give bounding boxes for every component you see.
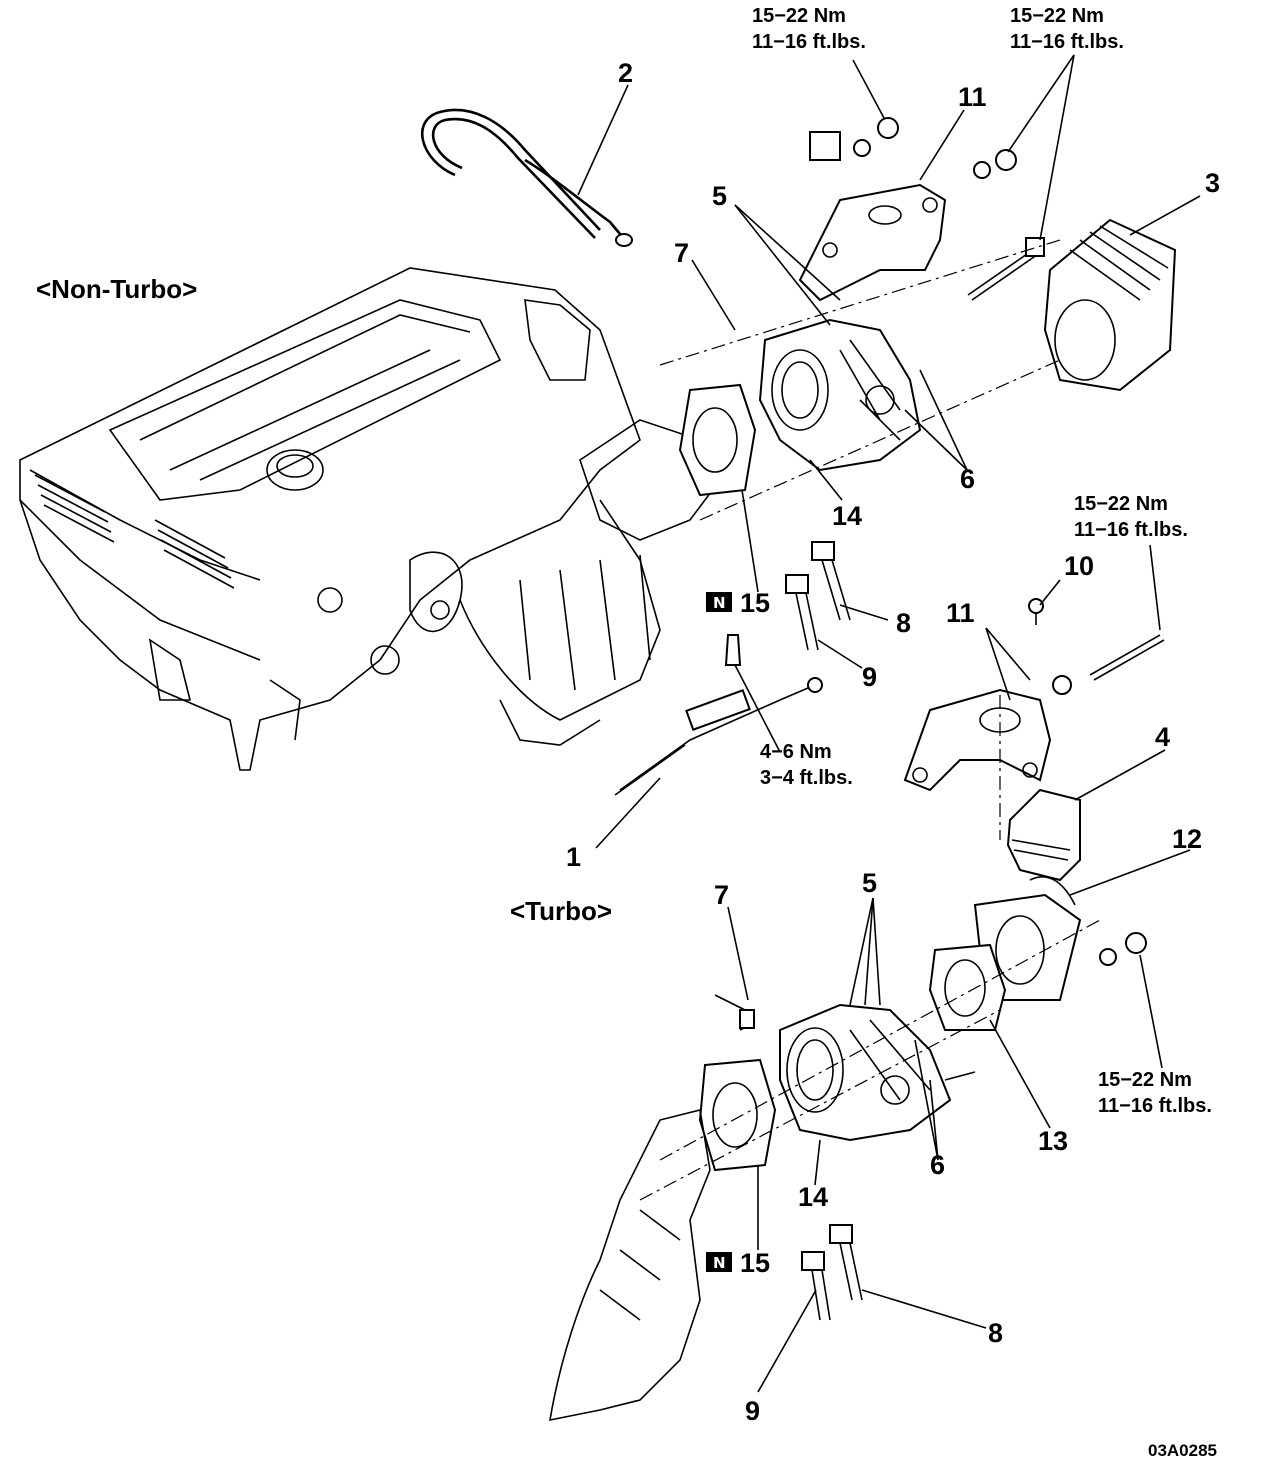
turbo-section-title: <Turbo> bbox=[510, 896, 612, 926]
callout-nt-6: 6 bbox=[960, 464, 975, 494]
callout-nt-10: 10 bbox=[1064, 551, 1094, 581]
callout-nt-14: 14 bbox=[832, 501, 862, 531]
callout-t-8: 8 bbox=[988, 1318, 1003, 1348]
callout-nt-3: 3 bbox=[1205, 168, 1220, 198]
turbo-intake-manifold bbox=[549, 1109, 711, 1422]
turbo-misc bbox=[714, 932, 1147, 1321]
torque-nt-bolt-right: 15−22 Nm 11−16 ft.lbs. bbox=[1074, 493, 1188, 541]
svg-text:N: N bbox=[713, 1254, 726, 1272]
svg-text:11−16 ft.lbs.: 11−16 ft.lbs. bbox=[1074, 519, 1188, 541]
svg-text:4−6 Nm: 4−6 Nm bbox=[760, 741, 832, 763]
turbo-throttle-body bbox=[779, 1003, 952, 1142]
svg-text:11−16 ft.lbs.: 11−16 ft.lbs. bbox=[752, 31, 866, 53]
torque-nt-nut-top-right: 15−22 Nm 11−16 ft.lbs. bbox=[1010, 5, 1124, 53]
nt-bracket-upper bbox=[798, 183, 947, 302]
callout-t-7: 7 bbox=[714, 880, 729, 910]
nt-water-hoses bbox=[785, 541, 851, 651]
nt-accel-cable bbox=[614, 677, 823, 796]
callout-nt-11b: 11 bbox=[946, 598, 975, 628]
figure-reference: 03A0285 bbox=[1148, 1441, 1217, 1460]
svg-text:11−16 ft.lbs.: 11−16 ft.lbs. bbox=[1098, 1095, 1212, 1117]
callout-t-15: 15 bbox=[740, 1248, 770, 1278]
non-turbo-section-title: <Non-Turbo> bbox=[36, 274, 197, 304]
callout-nt-15: 15 bbox=[740, 588, 770, 618]
engine-illustration bbox=[19, 267, 721, 771]
callout-t-4: 4 bbox=[1155, 722, 1170, 752]
callout-t-14: 14 bbox=[798, 1182, 828, 1212]
new-part-mark-turbo: N bbox=[706, 1252, 732, 1272]
svg-text:15−22 Nm: 15−22 Nm bbox=[1010, 5, 1104, 27]
leader-lines bbox=[577, 54, 1201, 1393]
turbo-gasket-upper bbox=[928, 943, 1007, 1031]
svg-text:15−22 Nm: 15−22 Nm bbox=[752, 5, 846, 27]
callout-t-13: 13 bbox=[1038, 1126, 1068, 1156]
callout-t-9: 9 bbox=[745, 1396, 760, 1426]
nt-bolts-nuts bbox=[724, 117, 1165, 695]
torque-nt-nut-top-left: 15−22 Nm 11−16 ft.lbs. bbox=[752, 5, 866, 53]
callout-t-12: 12 bbox=[1172, 824, 1202, 854]
nt-gasket bbox=[678, 383, 757, 497]
callout-t-5: 5 bbox=[862, 868, 877, 898]
svg-text:15−22 Nm: 15−22 Nm bbox=[1098, 1069, 1192, 1091]
turbo-bracket bbox=[903, 688, 1052, 792]
callout-nt-8: 8 bbox=[896, 608, 911, 638]
new-part-mark-nt: N bbox=[706, 592, 732, 612]
centerlines bbox=[639, 239, 1101, 1201]
nt-breather-hose bbox=[421, 108, 633, 247]
callout-nt-1: 1 bbox=[566, 842, 581, 872]
callout-nt-2: 2 bbox=[618, 58, 633, 88]
nt-air-hose bbox=[1043, 218, 1177, 392]
torque-turbo-nut: 15−22 Nm 11−16 ft.lbs. bbox=[1098, 1069, 1212, 1117]
svg-text:11−16 ft.lbs.: 11−16 ft.lbs. bbox=[1010, 31, 1124, 53]
svg-text:3−4 ft.lbs.: 3−4 ft.lbs. bbox=[760, 767, 853, 789]
torque-nt-sensor: 4−6 Nm 3−4 ft.lbs. bbox=[760, 741, 853, 789]
svg-text:15−22 Nm: 15−22 Nm bbox=[1074, 493, 1168, 515]
turbo-gasket-lower bbox=[698, 1058, 777, 1172]
callout-nt-7: 7 bbox=[674, 238, 689, 268]
turbo-air-hose bbox=[1006, 788, 1081, 882]
callout-nt-9: 9 bbox=[862, 662, 877, 692]
callout-t-6: 6 bbox=[930, 1150, 945, 1180]
callout-nt-5: 5 bbox=[712, 181, 727, 211]
nt-throttle-body bbox=[758, 318, 922, 472]
svg-text:N: N bbox=[713, 594, 726, 612]
callout-nt-11a: 11 bbox=[958, 82, 987, 112]
